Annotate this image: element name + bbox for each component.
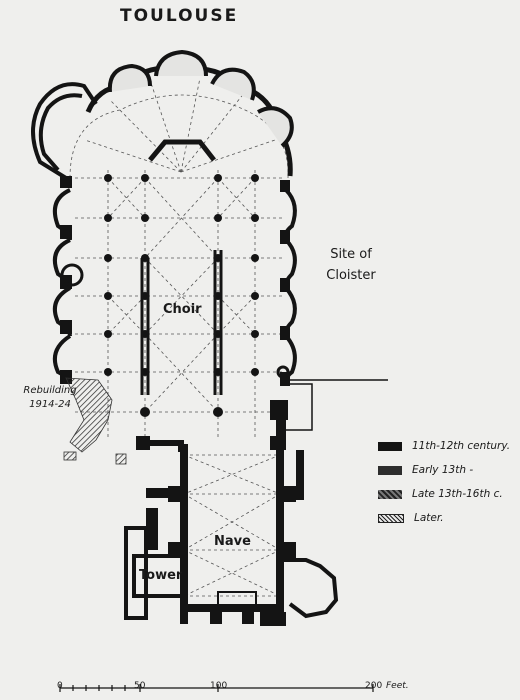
nave-walls — [146, 444, 304, 624]
legend-swatch-crosshatch — [378, 489, 402, 499]
legend-text: Late 13th-16th c. — [412, 488, 503, 500]
rebuilding-label-line1: Rebuilding — [23, 385, 77, 396]
legend-item-later: Later. — [378, 506, 510, 530]
cloister-label-line1: Site of — [330, 247, 372, 262]
stair-turret — [60, 263, 84, 287]
choir-walls — [60, 176, 290, 450]
cloister-label-line2: Cloister — [326, 268, 376, 283]
legend-text: 11th-12th century. — [412, 440, 511, 452]
rebuilding-label: Rebuilding 1914-24 — [16, 384, 84, 412]
rebuilding-label-line2: 1914-24 — [29, 399, 71, 410]
nave-vault-lines — [183, 454, 281, 597]
legend-item-11-12th: 11th-12th century. — [378, 434, 510, 458]
choir-screens — [140, 250, 223, 395]
cloister-wall — [286, 379, 388, 431]
legend-text: Later. — [414, 512, 444, 524]
legend-text: Early 13th - — [412, 464, 474, 476]
side-chapels — [53, 188, 297, 385]
legend-item-late-13th-16th: Late 13th-16th c. — [378, 482, 510, 506]
west-porch — [217, 591, 257, 609]
cloister-site-label: Site of Cloister — [318, 244, 384, 286]
plan-title: TOULOUSE — [120, 6, 239, 26]
legend-swatch-dark — [378, 465, 402, 475]
scale-tick-0: 0 — [57, 681, 63, 691]
scale-bar — [59, 684, 374, 692]
scale-tick-100: 100 — [210, 681, 228, 691]
nave-label: Nave — [214, 534, 251, 549]
scale-unit: Feet. — [386, 681, 409, 691]
choir-label: Choir — [163, 302, 202, 317]
crossing-walls — [136, 436, 284, 452]
tower-label: Tower — [139, 568, 183, 583]
radiating-chapels — [107, 49, 294, 148]
choir-piers — [104, 174, 259, 417]
legend-swatch-hatch — [378, 513, 404, 523]
chevet — [148, 139, 216, 162]
north-chapel — [31, 82, 98, 180]
scale-tick-200: 200 — [365, 681, 383, 691]
apse-vault-lines — [69, 77, 289, 179]
legend-swatch-solid — [378, 441, 402, 451]
legend-item-early-13th: Early 13th - — [378, 458, 510, 482]
south-chapel — [284, 558, 339, 619]
legend: 11th-12th century. Early 13th - Late 13t… — [378, 434, 510, 530]
stair-turret-east — [276, 365, 290, 379]
scale-tick-50: 50 — [134, 681, 146, 691]
tower-block — [124, 526, 184, 620]
rebuilding-area — [63, 377, 127, 465]
